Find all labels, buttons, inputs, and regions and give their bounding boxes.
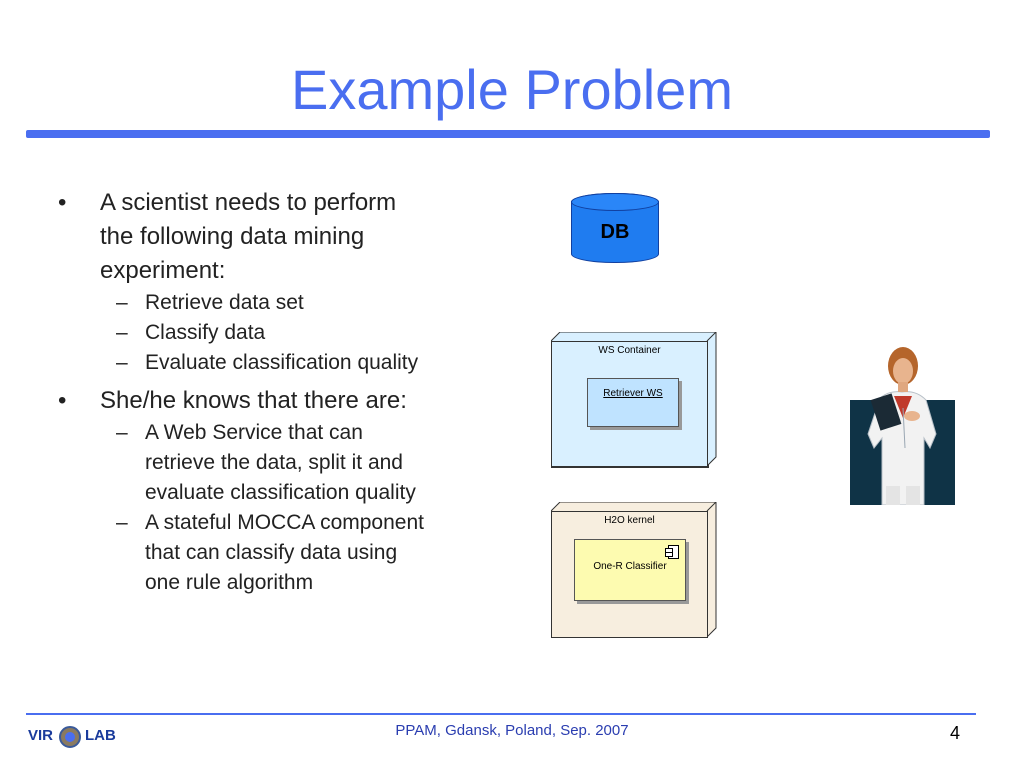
- sub-bullet-text-line: A stateful MOCCA component: [145, 511, 424, 534]
- one-r-classifier-label: One-R Classifier: [593, 561, 667, 572]
- sub-bullet-text-line: Evaluate classification quality: [145, 351, 419, 374]
- sub-bullet-text-line: A Web Service that can: [145, 421, 363, 444]
- bullet-mark: •: [58, 189, 67, 216]
- sub-bullet-text-line: retrieve the data, split it and: [145, 451, 403, 474]
- scientist-clipart-icon: [850, 347, 955, 505]
- sub-bullet-item: –Retrieve data set: [58, 288, 498, 318]
- bullet-list: • A scientist needs to perform the followi…: [58, 186, 498, 604]
- uml-component-icon: [665, 545, 679, 559]
- bullet-text-line: She/he knows that there are:: [100, 387, 407, 414]
- retriever-ws-label: Retriever WS: [603, 388, 663, 399]
- bullet-gap: [58, 598, 498, 604]
- sub-bullet-text-line: that can classify data using: [145, 541, 398, 564]
- logo-globe-icon: [59, 726, 81, 748]
- bullet-text-line: A scientist needs to perform: [100, 189, 397, 216]
- sub-bullet-mark: –: [116, 291, 128, 314]
- logo-text-right: LAB: [85, 727, 116, 744]
- slide-title: Example Problem: [291, 58, 733, 121]
- sub-bullet-item: –Evaluate classification quality: [58, 348, 498, 378]
- sub-bullet-text-line: Retrieve data set: [145, 291, 304, 314]
- ws-container-title: WS Container: [598, 345, 661, 356]
- sub-bullet-text-line: Classify data: [145, 321, 266, 344]
- bullet-item: • A scientist needs to perform the followi…: [58, 186, 498, 288]
- footer-text: PPAM, Gdansk, Poland, Sep. 2007: [395, 722, 629, 739]
- bullet-mark: •: [58, 387, 67, 414]
- sub-bullet-mark: –: [116, 511, 128, 534]
- logo-text-left: VIR: [28, 727, 54, 744]
- sub-bullet-item: –A stateful MOCCA component that can clas…: [58, 508, 498, 598]
- bullet-text-line: experiment:: [100, 257, 226, 284]
- sub-bullet-item: –Classify data: [58, 318, 498, 348]
- one-r-classifier-component: One-R Classifier: [574, 539, 686, 601]
- database-cylinder: DB: [571, 193, 659, 263]
- h2o-kernel-label: H2O kernel: [604, 515, 655, 526]
- sub-bullet-mark: –: [116, 351, 128, 374]
- sub-bullet-mark: –: [116, 321, 128, 344]
- title-divider: [26, 130, 990, 138]
- bullet-item: • She/he knows that there are:: [58, 384, 498, 418]
- sub-bullet-text-line: evaluate classification quality: [145, 481, 416, 504]
- database-label: DB: [600, 221, 630, 243]
- database-cylinder-top: [571, 193, 659, 211]
- retriever-ws-component: Retriever WS: [587, 378, 679, 427]
- page-number: 4: [950, 723, 961, 743]
- sub-bullet-mark: –: [116, 421, 128, 444]
- sub-bullet-item: –A Web Service that can retrieve the data…: [58, 418, 498, 508]
- bullet-text-line: the following data mining: [100, 223, 365, 250]
- sub-bullet-text-line: one rule algorithm: [145, 571, 314, 594]
- footer-divider: [26, 713, 976, 715]
